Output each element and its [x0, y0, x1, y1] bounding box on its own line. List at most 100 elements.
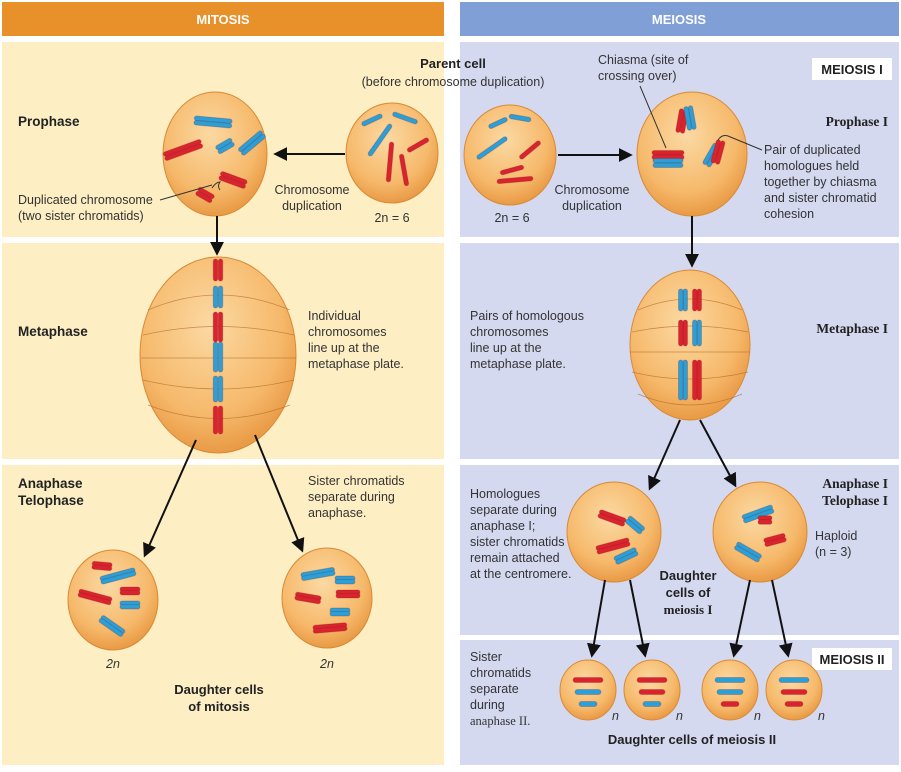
daughters-meiosis-i-1: Daughter	[659, 568, 716, 583]
sister-note-4: during	[470, 698, 505, 712]
pair-note-3: together by chiasma	[764, 175, 877, 189]
sister-chromatid	[164, 143, 204, 161]
sister-chromatid	[682, 288, 688, 312]
sister-chromatid	[687, 105, 697, 130]
sister-note-5: anaphase II.	[470, 714, 530, 728]
sister-chromatid	[596, 541, 631, 555]
sister-chromatid	[652, 158, 684, 164]
mitosis-daughter-cell-right	[281, 547, 373, 649]
meiosis-anaphase-arrow-right	[699, 419, 737, 488]
chromosome	[499, 164, 525, 176]
sister-chromatid	[696, 288, 702, 312]
chromosome	[385, 141, 395, 183]
mitosis-anaphase-panel	[2, 465, 444, 765]
homologues-note-2: separate during	[470, 503, 557, 517]
sister-chromatid	[764, 536, 787, 547]
sister-chromatid	[335, 593, 361, 599]
sister-chromatid	[678, 288, 684, 312]
meiosis-metaphase-note-4: metaphase plate.	[470, 357, 566, 371]
sister-chromatid	[625, 518, 643, 535]
meiosis-i-daughter-left	[566, 481, 662, 583]
sister-chromatid	[215, 137, 233, 151]
sister-chromatid	[119, 590, 141, 596]
mitosis-header-bar	[2, 2, 444, 36]
sister-note-3: separate	[470, 682, 519, 696]
sister-chromatid	[217, 285, 224, 309]
sister-chromatid	[98, 617, 124, 637]
meiosis-ii-daughter-3	[701, 659, 759, 721]
sister-chromatid	[212, 341, 219, 373]
meiosis-ii-n-1: n	[612, 709, 619, 723]
chromosome	[519, 140, 541, 160]
sister-chromatid	[301, 570, 336, 582]
chromosome	[398, 153, 410, 187]
mitosis-telophase-label: Telophase	[18, 493, 84, 508]
mitosis-dup-label-1: Chromosome	[274, 183, 349, 197]
meiosis-ii-arrow-2	[629, 579, 650, 658]
meiosis-i-daughter-right	[712, 481, 808, 583]
chromatid	[574, 689, 602, 695]
daughters-meiosis-i-2: cells of	[666, 585, 711, 600]
sister-chromatid	[692, 359, 698, 401]
sister-chromatid	[652, 162, 684, 168]
meiosis-anaphase-panel	[460, 465, 899, 635]
sister-chromatid	[195, 190, 213, 204]
chiasma-label-2: crossing over)	[598, 69, 677, 83]
mitosis-parent-count: 2n = 6	[374, 211, 409, 225]
mitosis-metaphase-note-4: metaphase plate.	[308, 357, 404, 371]
meiosis-ii-arrow-1	[587, 579, 606, 658]
pair-note-1: Pair of duplicated	[764, 143, 861, 157]
duplicated-chromosome-label-1: Duplicated chromosome	[18, 193, 153, 207]
meiosis-prophase-label: Prophase I	[826, 114, 888, 129]
meiosis-metaphase-label: Metaphase I	[816, 321, 888, 336]
sister-chromatid	[217, 311, 224, 343]
meiosis-metaphase-cell	[629, 269, 751, 421]
sister-chromatid	[734, 545, 760, 563]
mitosis-anaphase-arrow-right	[254, 434, 305, 553]
mitosis-daughter-ploidy-left: 2n	[105, 657, 120, 671]
meiosis-ii-daughter-1	[559, 659, 617, 721]
homologues-note-5: remain attached	[470, 551, 560, 565]
sister-chromatid	[217, 258, 224, 282]
chromosome	[392, 111, 418, 125]
pair-pointer-line	[717, 135, 763, 151]
meiosis-ii-n-3: n	[754, 709, 761, 723]
parent-cell-title: Parent cell	[420, 56, 486, 71]
meiosis-prophase-cell	[636, 91, 748, 217]
chromatid	[642, 701, 662, 707]
homologues-note-1: Homologues	[470, 487, 540, 501]
chromatid	[638, 689, 666, 695]
duplicated-chromosome-label-2: (two sister chromatids)	[18, 209, 144, 223]
sister-chromatid	[682, 319, 688, 347]
sister-chromatid	[193, 115, 233, 124]
daughters-meiosis-i-3: meiosis I	[664, 602, 713, 617]
sister-chromatid	[714, 140, 726, 165]
meiosis-ii-badge: MEIOSIS II	[819, 652, 884, 667]
sister-chromatid	[240, 133, 266, 156]
sister-chromatid	[334, 579, 356, 585]
meiosis-ii-arrow-4	[771, 579, 793, 658]
sister-chromatid	[212, 311, 219, 343]
meiosis-ii-arrow-3	[729, 579, 751, 658]
chromosome	[367, 123, 393, 157]
mitosis-anaphase-note-1: Sister chromatids	[308, 474, 405, 488]
meiosis-ii-n-4: n	[818, 709, 825, 723]
sister-chromatid	[696, 359, 702, 401]
sister-chromatid	[675, 108, 685, 133]
mitosis-dup-label-2: duplication	[282, 199, 342, 213]
mitosis-prophase-label: Prophase	[18, 114, 80, 129]
meiosis-header-bar	[460, 2, 899, 36]
sister-chromatid	[710, 139, 722, 164]
haploid-label-2: (n = 3)	[815, 545, 851, 559]
pair-note-5: cohesion	[764, 207, 814, 221]
chromosome	[508, 113, 532, 123]
sister-chromatid	[100, 570, 137, 585]
chromatid	[714, 677, 746, 683]
mitosis-anaphase-arrow-left	[143, 439, 197, 558]
mitosis-metaphase-note-1: Individual	[308, 309, 361, 323]
sister-chromatid	[683, 106, 693, 131]
sister-chromatid	[651, 150, 685, 156]
pair-note-2: homologues held	[764, 159, 859, 173]
mitosis-daughters-title-2: of mitosis	[188, 699, 249, 714]
chromatid	[716, 689, 744, 695]
